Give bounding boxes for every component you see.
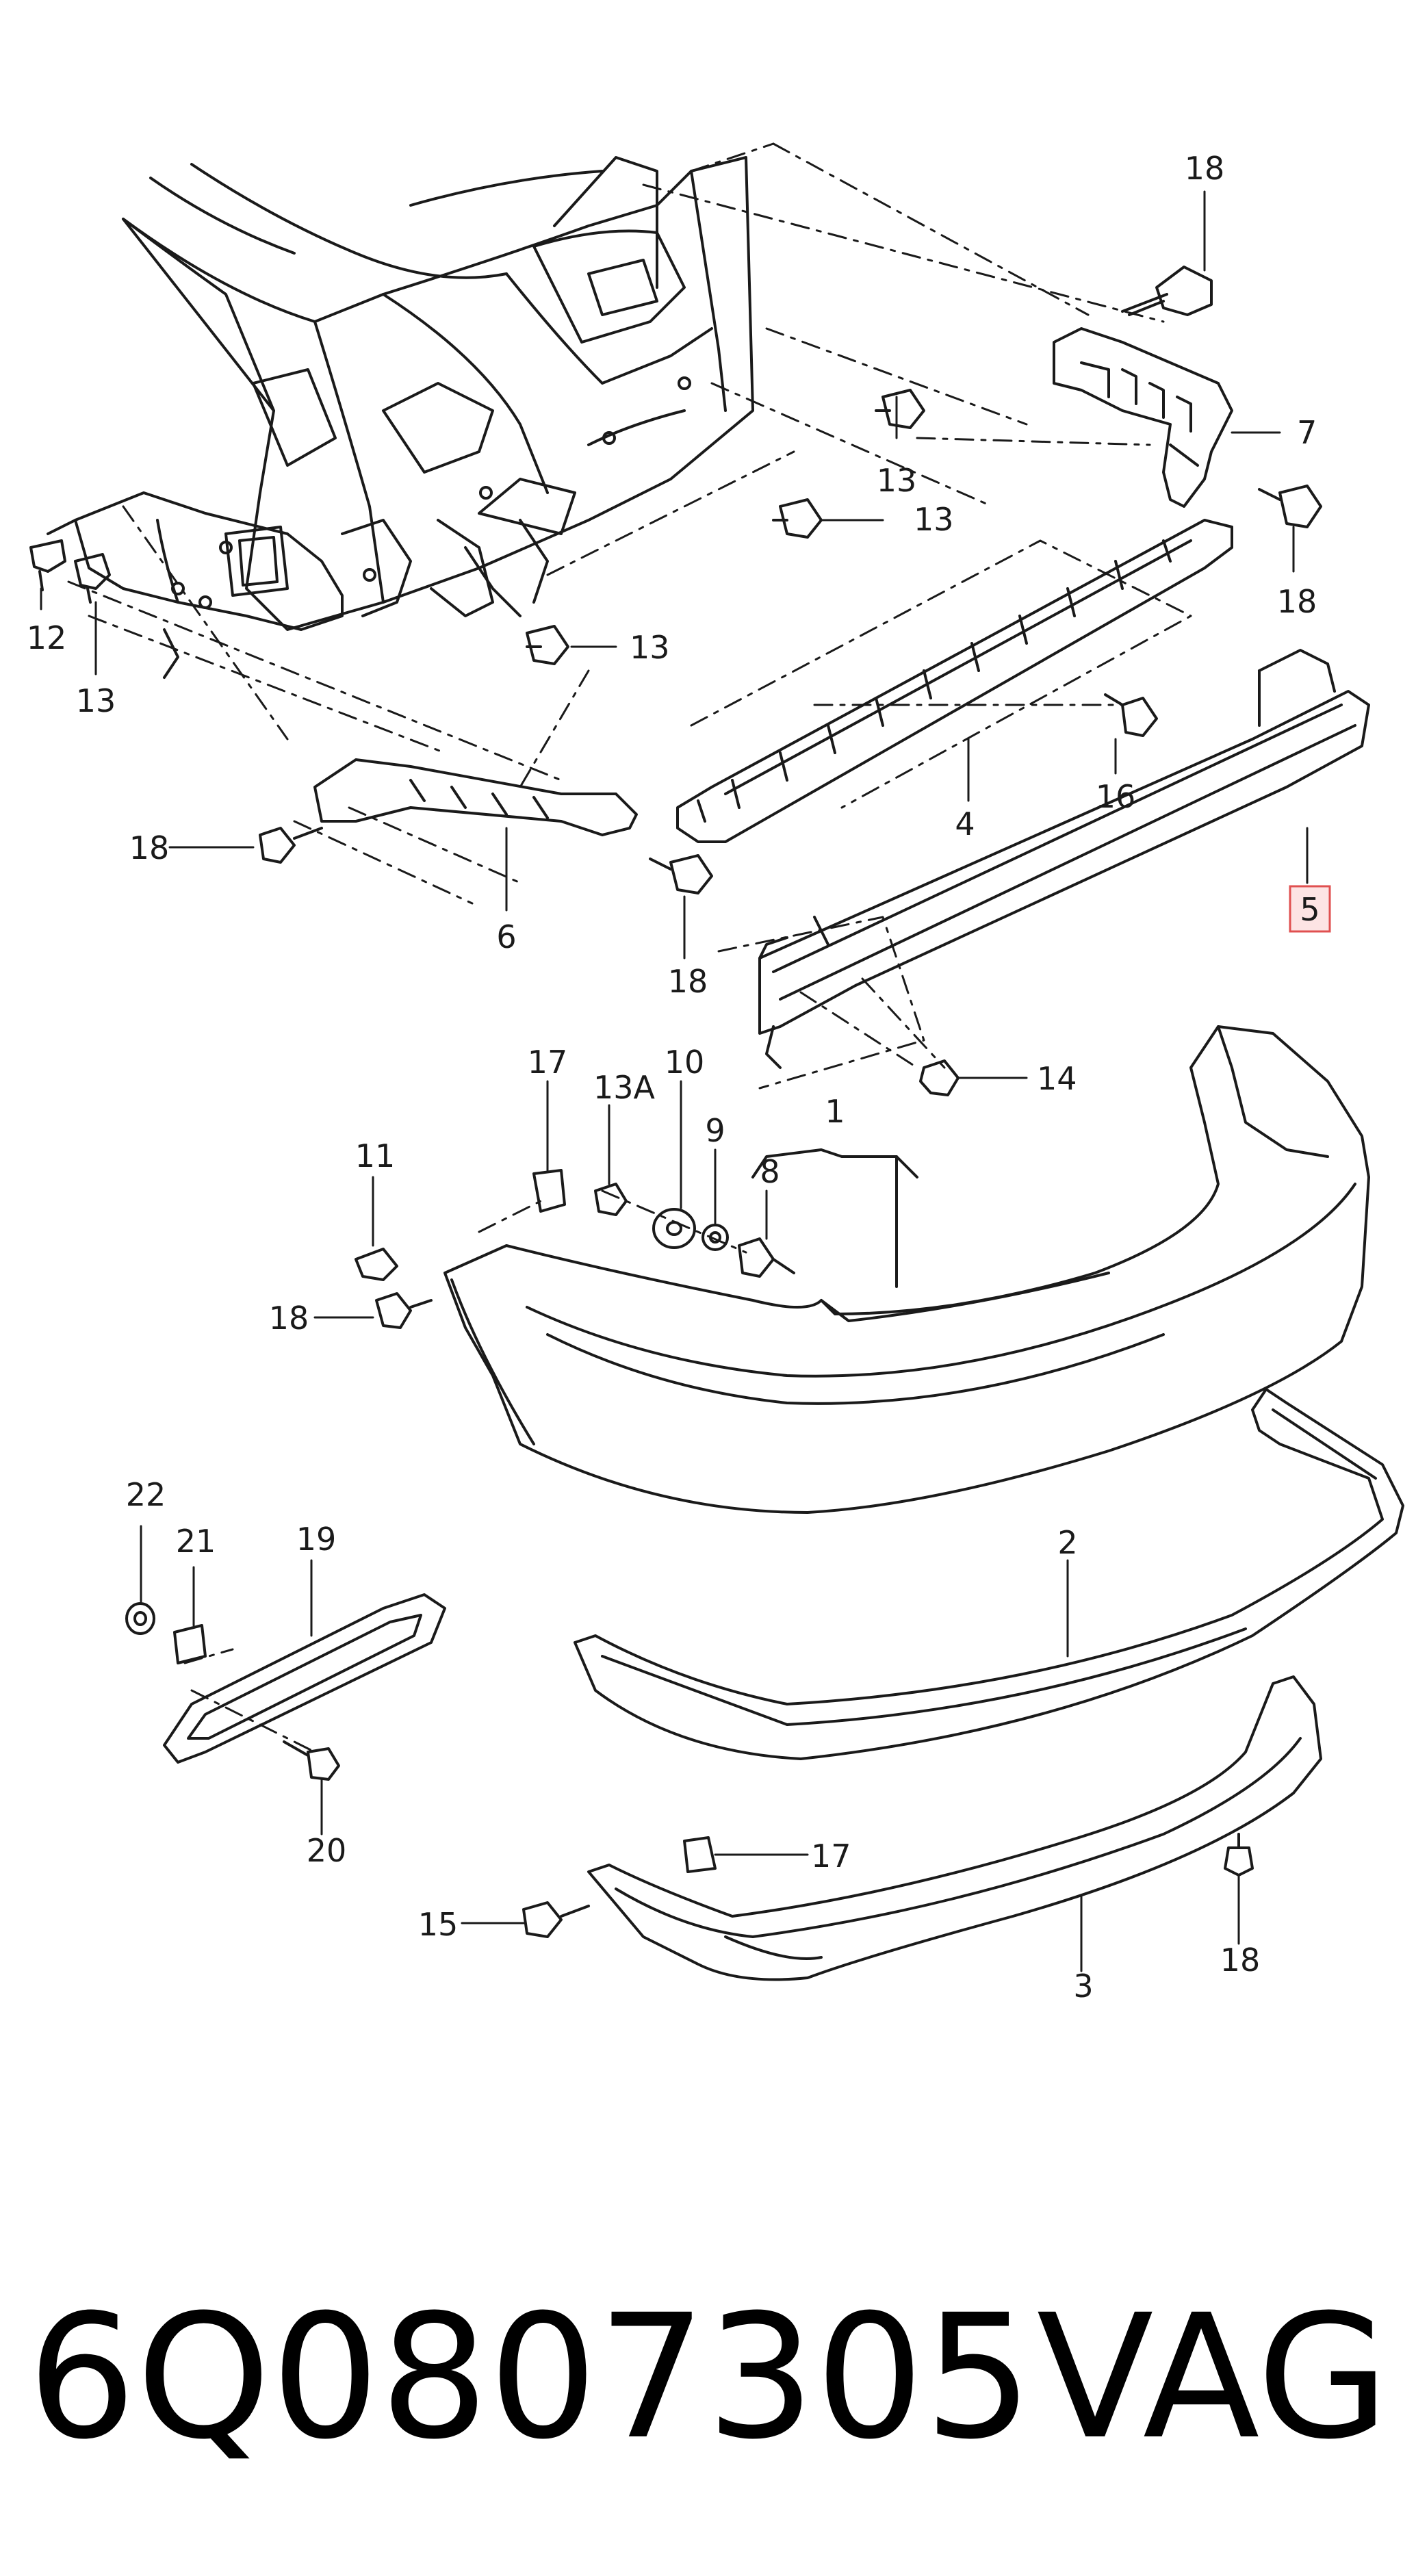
reference-lines-upper [519, 142, 1165, 788]
bracket-7 [1053, 327, 1233, 508]
car-body-rear [47, 156, 754, 679]
callout-4: 4 [955, 806, 975, 842]
reflector-19 [163, 1593, 446, 1764]
brand-name: VAG [1037, 2278, 1389, 2477]
callout-9: 9 [705, 1112, 725, 1149]
clip-11 [355, 1248, 398, 1281]
callout-18-b: 18 [269, 1300, 309, 1337]
callout-17-b: 17 [811, 1838, 851, 1875]
clip-21 [173, 1624, 207, 1664]
callout-13A: 13A [593, 1069, 656, 1106]
bumper-cover-1 [443, 1025, 1370, 1514]
clip-12 [29, 539, 66, 591]
bolt-16 [1104, 693, 1158, 737]
callout-3: 3 [1073, 1968, 1093, 2005]
callout-bracket-1 [751, 1148, 918, 1178]
bolt-8 [738, 1237, 795, 1278]
clip-13-mid [772, 498, 823, 539]
callout-20: 20 [307, 1832, 347, 1869]
callout-8: 8 [760, 1153, 780, 1190]
callout-15: 15 [418, 1906, 459, 1943]
nut-14 [919, 1059, 960, 1096]
callout-21: 21 [176, 1523, 216, 1560]
clip-13-upper [875, 389, 925, 429]
screw-15 [522, 1901, 590, 1938]
callout-labels: 18 7 13 13 18 12 13 13 16 4 18 6 5 18 17… [27, 150, 1320, 2005]
callout-18-top: 18 [1185, 150, 1225, 187]
callout-17-a: 17 [528, 1044, 568, 1081]
callout-7: 7 [1297, 414, 1317, 451]
callout-18-r: 18 [1277, 583, 1317, 620]
leader-lines [40, 190, 1309, 1972]
bolt-18-bottom [375, 1292, 433, 1329]
callout-18-br: 18 [1220, 1942, 1261, 1979]
callout-5: 5 [1300, 891, 1320, 928]
callout-13-d: 13 [630, 629, 670, 666]
callout-2: 2 [1057, 1524, 1077, 1561]
bolt-18-right [1258, 485, 1322, 528]
screw-18-bottom-right [1224, 1833, 1254, 1877]
clip-17-bottom [683, 1836, 717, 1873]
highlight-box-5 [1289, 885, 1331, 933]
callout-13-b: 13 [914, 501, 954, 538]
callout-18-l: 18 [129, 829, 170, 866]
screw-20 [283, 1740, 340, 1781]
bracket-6 [313, 758, 638, 836]
trim-strip-2 [574, 1388, 1404, 1760]
callout-13-a: 13 [877, 462, 917, 499]
bolt-18-top [1121, 266, 1213, 316]
washer-22 [125, 1602, 155, 1635]
impact-absorber-4 [676, 519, 1233, 843]
clip-17-top [532, 1169, 566, 1213]
reference-lines-reflector [183, 1648, 316, 1753]
reference-lines-mid [478, 1189, 747, 1254]
bolt-18-left [259, 827, 323, 864]
reference-lines-absorber [690, 539, 1192, 809]
lower-spoiler-3 [587, 1675, 1322, 1981]
clip-13-low [526, 625, 569, 665]
reference-lines-bar [717, 916, 946, 1090]
reinforcement-bar-5 [758, 649, 1370, 1069]
callout-10: 10 [665, 1044, 705, 1081]
callout-18-m: 18 [668, 963, 708, 1000]
part-number: 6Q0807305 [27, 2278, 1033, 2477]
reference-lines-left [67, 505, 563, 905]
callout-13-c: 13 [76, 682, 116, 719]
callout-19: 19 [296, 1521, 337, 1558]
callout-22: 22 [126, 1476, 166, 1513]
clip-13-left [74, 553, 111, 604]
washer-9 [701, 1224, 729, 1251]
callout-16: 16 [1096, 778, 1136, 815]
callout-11: 11 [355, 1137, 396, 1174]
clip-13A [594, 1183, 628, 1216]
callout-6: 6 [496, 918, 516, 955]
callout-14: 14 [1037, 1060, 1077, 1097]
callout-12: 12 [27, 619, 67, 656]
bolt-18-mid [649, 854, 713, 894]
callout-1: 1 [825, 1093, 845, 1130]
